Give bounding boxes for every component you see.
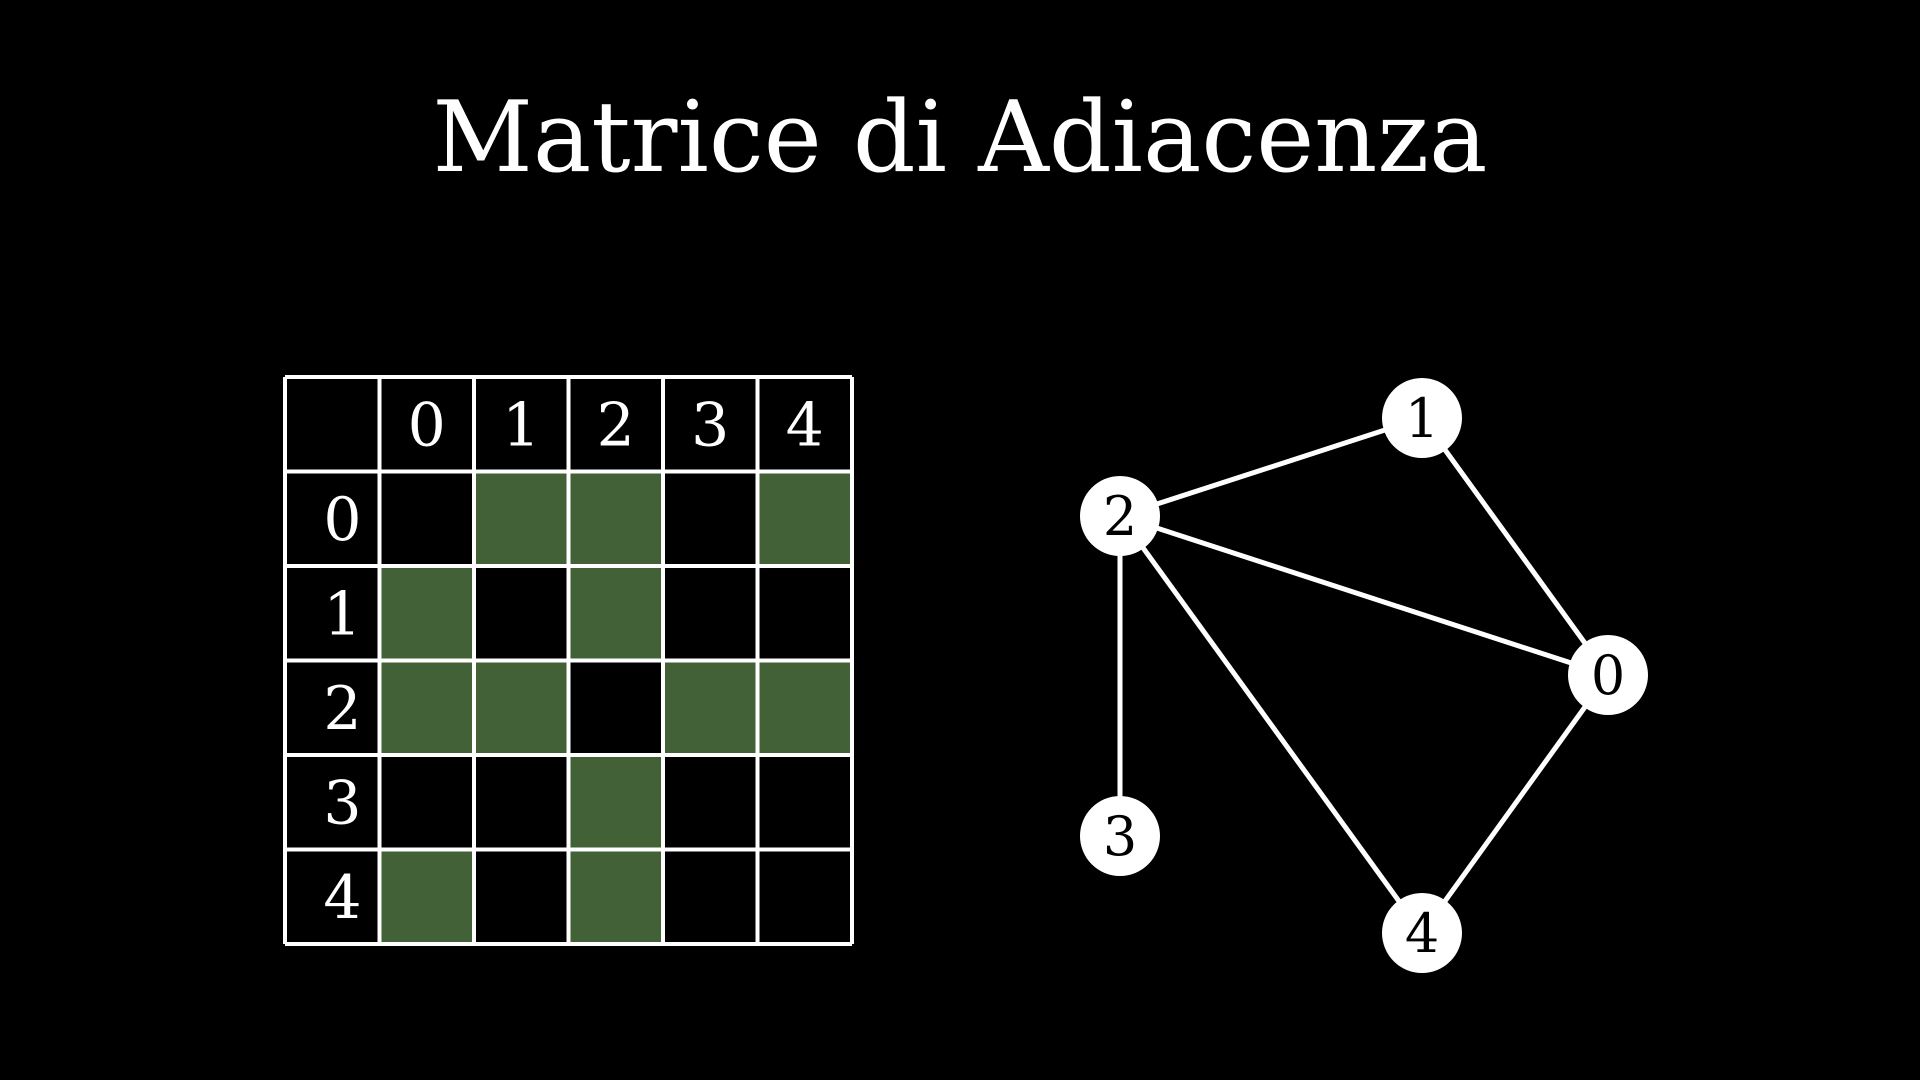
matrix-row-header: 4 xyxy=(323,863,361,933)
matrix-row-header: 3 xyxy=(323,768,361,838)
matrix-cell-filled-4-0 xyxy=(381,851,472,942)
matrix-grid xyxy=(283,375,854,946)
graph-node-2: 2 xyxy=(1080,476,1160,556)
graph-node-4: 4 xyxy=(1382,893,1462,973)
graph-edge-1-2 xyxy=(1119,415,1423,519)
matrix-cell-filled-0-2 xyxy=(570,473,661,564)
graph-node-label: 2 xyxy=(1103,485,1137,548)
graph-node-circle xyxy=(1382,378,1462,458)
matrix-cell-filled-2-4 xyxy=(759,662,850,753)
graph-node-circle xyxy=(1382,893,1462,973)
matrix-col-header: 3 xyxy=(691,390,729,460)
matrix-cell-filled-1-2 xyxy=(570,568,661,659)
graph-edge-2-4 xyxy=(1117,514,1425,935)
matrix-row-header: 1 xyxy=(323,579,361,649)
matrix-fill-layer xyxy=(381,473,850,942)
matrix-row-header: 2 xyxy=(323,674,361,744)
matrix-cell-filled-4-2 xyxy=(570,851,661,942)
matrix-cell-filled-0-1 xyxy=(476,473,567,564)
graph-node-circle xyxy=(1568,635,1648,715)
matrix-cell-filled-0-4 xyxy=(759,473,850,564)
graph-node-circle xyxy=(1080,476,1160,556)
matrix-col-header: 2 xyxy=(597,390,635,460)
page-title: Matrice di Adiacenza xyxy=(432,81,1488,195)
matrix-cell-filled-2-1 xyxy=(476,662,567,753)
matrix-col-header: 4 xyxy=(786,390,824,460)
graph-node-1: 1 xyxy=(1382,378,1462,458)
graph-edges xyxy=(1117,415,1611,935)
matrix-row-header: 0 xyxy=(323,485,361,555)
graph-node-label: 3 xyxy=(1103,805,1137,868)
graph-edge-1-0 xyxy=(1419,416,1611,677)
matrix-col-header: 0 xyxy=(408,390,446,460)
graph-node-label: 0 xyxy=(1591,644,1625,707)
matrix-col-header: 1 xyxy=(502,390,540,460)
matrix-cell-filled-2-0 xyxy=(381,662,472,753)
graph-node-label: 1 xyxy=(1405,387,1439,450)
matrix-cell-filled-3-2 xyxy=(570,757,661,848)
graph-node-label: 4 xyxy=(1405,902,1439,965)
matrix-cell-filled-2-3 xyxy=(665,662,756,753)
graph-node-0: 0 xyxy=(1568,635,1648,715)
graph-edge-0-4 xyxy=(1419,673,1611,935)
graph-edge-2-0 xyxy=(1119,513,1609,678)
graph-node-3: 3 xyxy=(1080,796,1160,876)
matrix-cell-filled-1-0 xyxy=(381,568,472,659)
graph-node-circle xyxy=(1080,796,1160,876)
graph-nodes: 0 1 2 3 4 xyxy=(1080,378,1648,973)
